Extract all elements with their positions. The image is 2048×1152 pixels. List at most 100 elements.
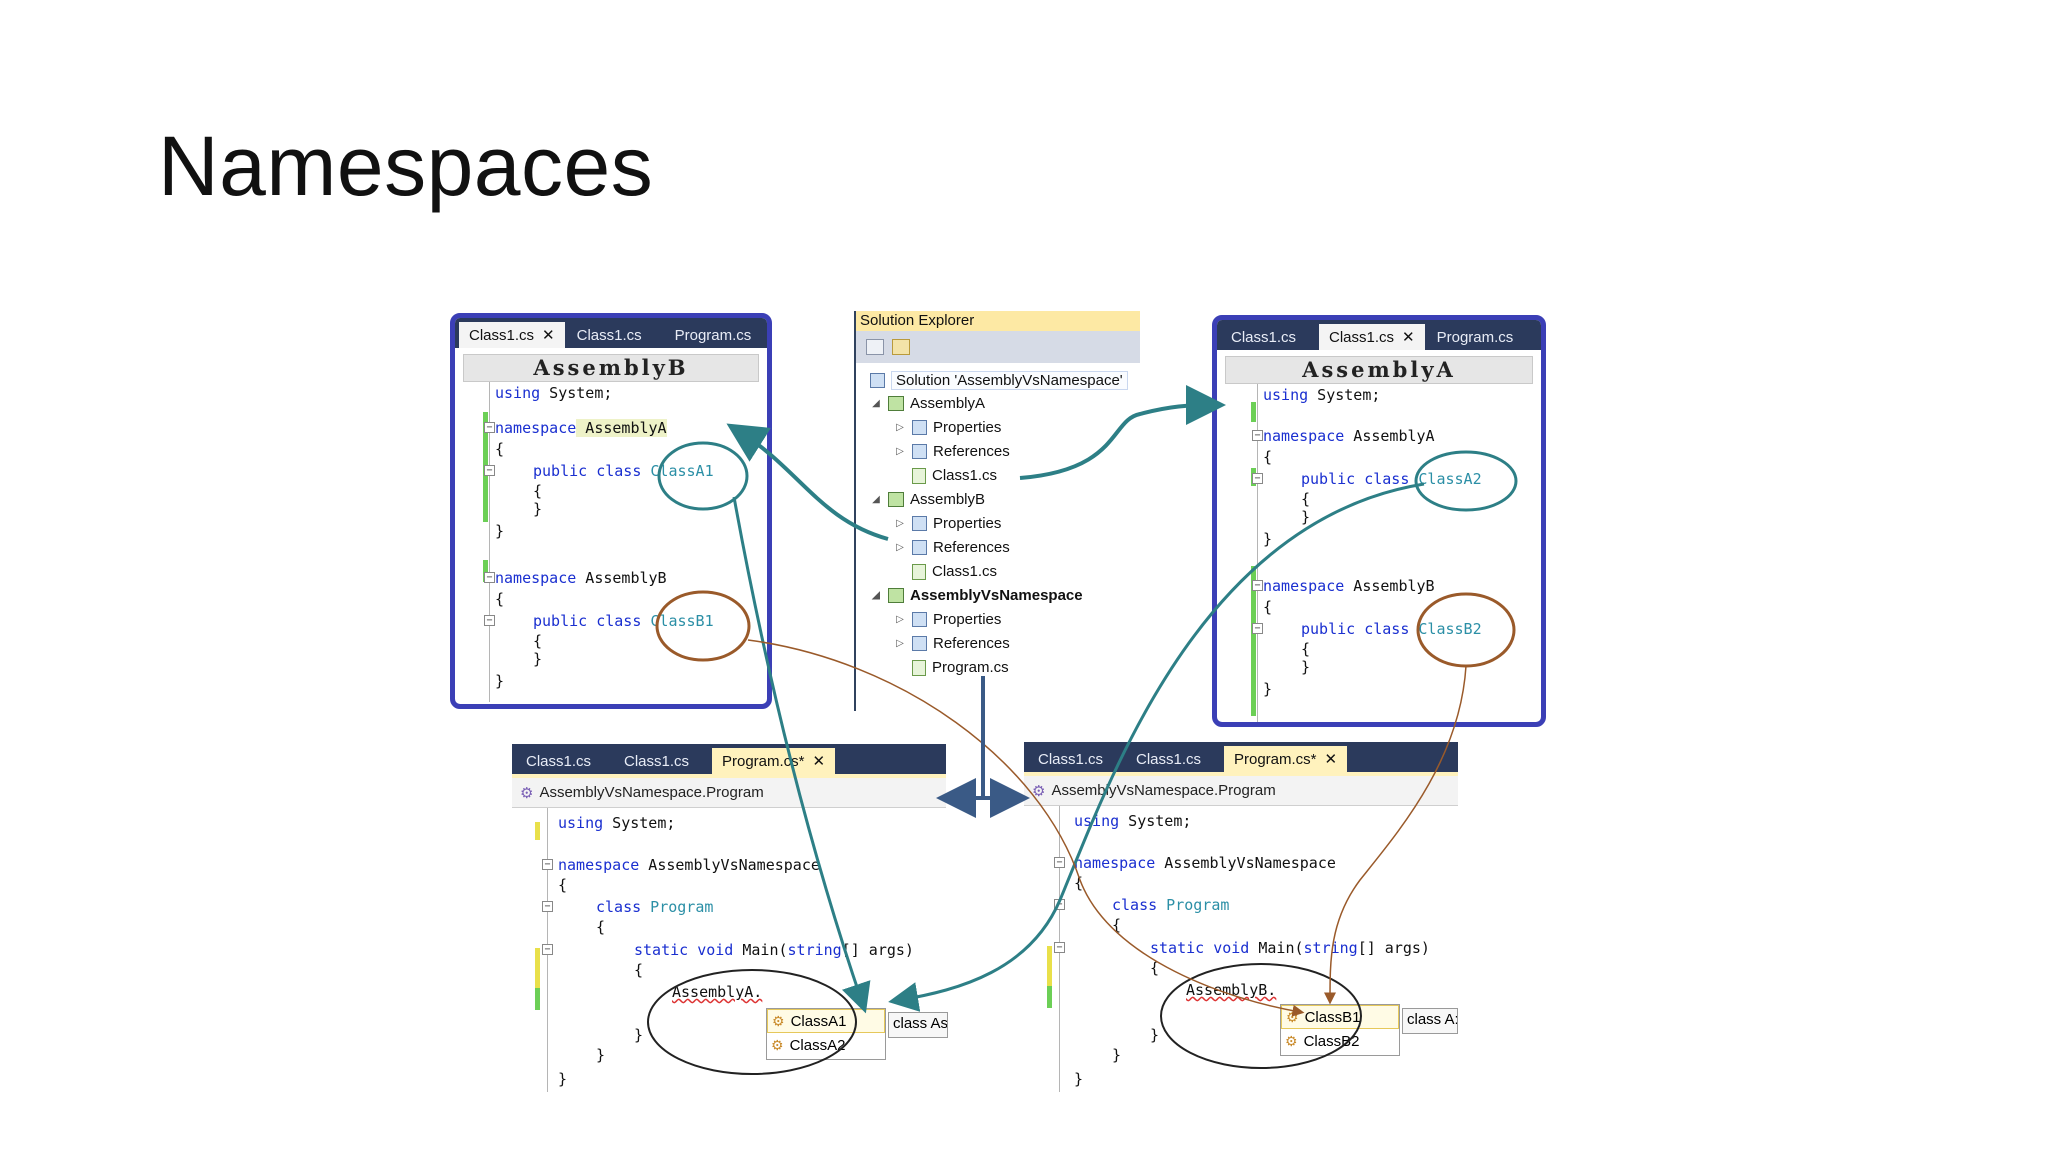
fold-toggle-icon[interactable]: − <box>1054 942 1065 953</box>
close-icon[interactable]: ✕ <box>812 753 826 770</box>
tree-item-class1[interactable]: Class1.cs <box>894 467 997 484</box>
navigation-bar[interactable]: ⚙ AssemblyVsNamespace.Program <box>1024 776 1458 806</box>
tree-label: Properties <box>933 419 1002 436</box>
expand-arrow-icon[interactable]: ▷ <box>896 614 904 625</box>
folder-icon[interactable] <box>892 339 910 355</box>
fold-toggle-icon[interactable]: − <box>1054 857 1065 868</box>
expand-arrow-icon[interactable]: ▷ <box>896 422 904 433</box>
intellisense-list[interactable]: ⚙ClassA1 ⚙ClassA2 <box>766 1008 886 1060</box>
assembly-header: AssemblyB <box>463 354 759 382</box>
completion-item[interactable]: ⚙ClassA2 <box>767 1033 885 1057</box>
brace: } <box>1263 680 1273 698</box>
fold-toggle-icon[interactable]: − <box>1252 473 1263 484</box>
namespace-name: AssemblyA <box>576 419 667 437</box>
brace: { <box>1112 916 1122 934</box>
close-icon[interactable]: ✕ <box>1324 751 1338 768</box>
fold-toggle-icon[interactable]: − <box>484 572 495 583</box>
namespace-name: AssemblyVsNamespace <box>639 856 820 874</box>
class-name: ClassA1 <box>641 462 714 480</box>
brace: { <box>533 632 543 650</box>
solution-explorer: Solution Explorer Solution 'AssemblyVsNa… <box>854 311 1140 711</box>
tree-item-references[interactable]: ▷References <box>894 443 1010 460</box>
tree-item-program[interactable]: Program.cs <box>894 659 1009 676</box>
tab-class1[interactable]: Class1.cs <box>1221 324 1317 350</box>
properties-icon <box>912 516 927 531</box>
tab-class1[interactable]: Class1.cs ✕ <box>459 322 565 348</box>
brace: { <box>533 482 543 500</box>
fold-toggle-icon[interactable]: − <box>542 859 553 870</box>
fold-toggle-icon[interactable]: − <box>1252 623 1263 634</box>
expand-arrow-icon[interactable]: ▷ <box>896 542 904 553</box>
code-editor[interactable]: using System; − namespace AssemblyA { − … <box>1217 384 1541 722</box>
expand-arrow-icon[interactable]: ▷ <box>896 446 904 457</box>
expand-arrow-icon[interactable]: ▷ <box>896 518 904 529</box>
tree-label: Properties <box>933 611 1002 628</box>
keyword: namespace <box>495 569 577 587</box>
expand-arrow-icon[interactable]: ▷ <box>896 638 904 649</box>
tab-program[interactable]: Program.cs <box>1427 324 1524 350</box>
keyword: static void <box>634 941 734 959</box>
navigation-bar[interactable]: ⚙ AssemblyVsNamespace.Program <box>512 778 946 808</box>
tree-item-class1[interactable]: Class1.cs <box>894 563 997 580</box>
tree-item-assemblya[interactable]: ◢AssemblyA <box>870 395 985 412</box>
tab-program[interactable]: Program.cs <box>665 322 762 348</box>
fold-toggle-icon[interactable]: − <box>542 901 553 912</box>
tab-class1-b[interactable]: Class1.cs <box>1126 746 1222 772</box>
class-icon: ⚙ <box>772 1012 785 1029</box>
completion-item[interactable]: ⚙ClassB2 <box>1281 1029 1399 1053</box>
properties-icon[interactable] <box>866 339 884 355</box>
collapse-arrow-icon[interactable]: ◢ <box>872 494 880 505</box>
class-name: Program <box>1157 896 1230 914</box>
collapse-arrow-icon[interactable]: ◢ <box>872 398 880 409</box>
completion-tooltip: class A: <box>1402 1008 1458 1034</box>
tree-item-properties[interactable]: ▷Properties <box>894 515 1001 532</box>
fold-toggle-icon[interactable]: − <box>542 944 553 955</box>
fold-toggle-icon[interactable]: − <box>484 465 495 476</box>
tab-class1-b[interactable]: Class1.cs <box>567 322 663 348</box>
tab-program-active[interactable]: Program.cs* ✕ <box>1224 746 1348 772</box>
brace: } <box>596 1046 606 1064</box>
fold-toggle-icon[interactable]: − <box>1054 899 1065 910</box>
tree-item-references[interactable]: ▷References <box>894 635 1010 652</box>
collapse-arrow-icon[interactable]: ◢ <box>872 590 880 601</box>
tab-class1-b[interactable]: Class1.cs <box>614 748 710 774</box>
completion-item[interactable]: ⚙ClassB1 <box>1281 1005 1399 1029</box>
tree-label: References <box>933 539 1010 556</box>
tree-item-references[interactable]: ▷ References <box>894 539 1010 556</box>
assembly-a-code-panel: Class1.cs Class1.cs ✕ Program.cs Assembl… <box>1212 315 1546 727</box>
brace: { <box>1263 598 1273 616</box>
tree-item-assemblyvsnamespace[interactable]: ◢AssemblyVsNamespace <box>870 587 1082 604</box>
tree-label: Class1.cs <box>932 467 998 484</box>
keyword: string <box>787 941 842 959</box>
change-marker <box>535 822 540 840</box>
code-text: System; <box>540 384 613 402</box>
intellisense-list[interactable]: ⚙ClassB1 ⚙ClassB2 <box>1280 1004 1400 1056</box>
solution-icon <box>870 373 885 388</box>
code-editor[interactable]: using System; − namespace AssemblyA { − … <box>455 382 767 702</box>
keyword: string <box>1303 939 1358 957</box>
tab-label: Class1.cs <box>1038 750 1104 768</box>
close-icon[interactable]: ✕ <box>542 327 555 344</box>
tab-program-active[interactable]: Program.cs* ✕ <box>712 748 836 774</box>
tab-class1-active[interactable]: Class1.cs ✕ <box>1319 324 1425 350</box>
tab-label: Class1.cs <box>1136 750 1202 768</box>
tab-class1[interactable]: Class1.cs <box>1028 746 1124 772</box>
tree-item-assemblyb[interactable]: ◢AssemblyB <box>870 491 985 508</box>
close-icon[interactable]: ✕ <box>1402 329 1415 346</box>
keyword: public class <box>533 462 642 480</box>
code-text: [] args) <box>1357 939 1430 957</box>
fold-toggle-icon[interactable]: − <box>1252 580 1263 591</box>
solution-node[interactable]: Solution 'AssemblyVsNamespace' <box>870 371 1128 390</box>
tab-class1[interactable]: Class1.cs <box>516 748 612 774</box>
tree-item-properties[interactable]: ▷ Properties <box>894 419 1001 436</box>
change-marker <box>1047 986 1052 1008</box>
completion-item[interactable]: ⚙ClassA1 <box>767 1009 885 1033</box>
fold-toggle-icon[interactable]: − <box>1252 430 1263 441</box>
class-icon: ⚙ <box>771 1036 784 1053</box>
csharp-file-icon <box>912 467 926 484</box>
fold-toggle-icon[interactable]: − <box>484 615 495 626</box>
tree-item-properties[interactable]: ▷ Properties <box>894 611 1001 628</box>
change-marker <box>535 988 540 1010</box>
keyword: namespace <box>1263 577 1345 595</box>
fold-toggle-icon[interactable]: − <box>484 422 495 433</box>
